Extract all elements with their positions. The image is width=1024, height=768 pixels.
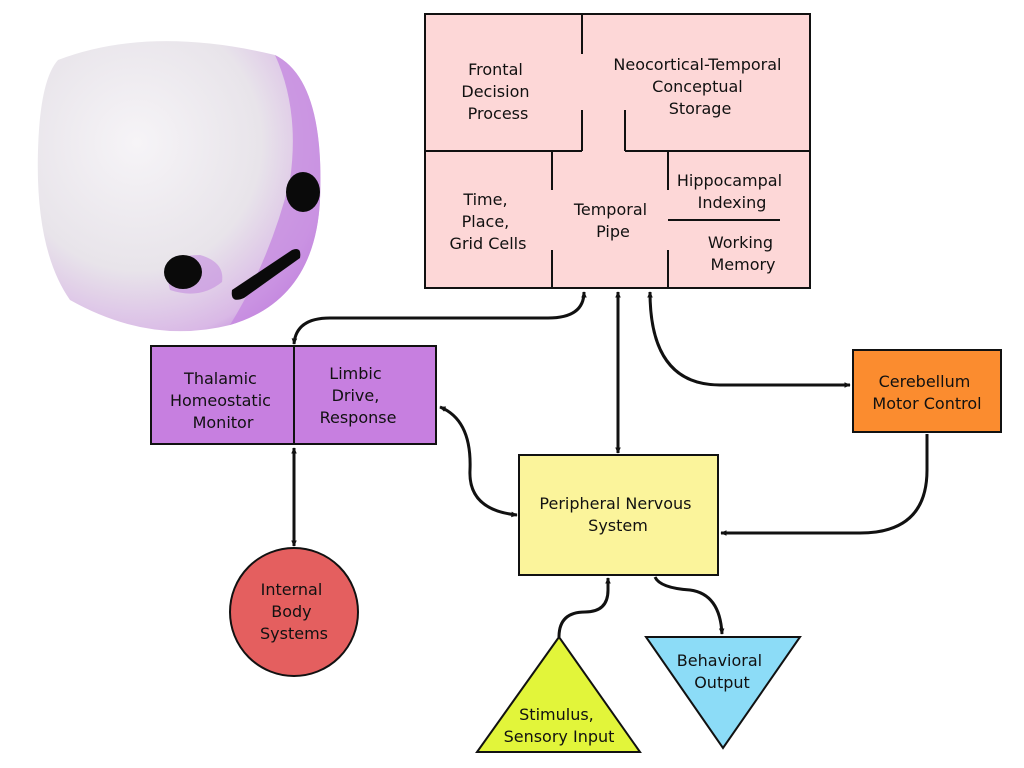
- cortex-block: Frontal Decision Process Neocortical-Tem…: [424, 13, 811, 289]
- neocortical-label: Neocortical-Temporal Conceptual Storage: [613, 55, 786, 118]
- arrow-pns-output: [653, 576, 725, 635]
- cerebellum-label: Cerebellum Motor Control: [872, 372, 981, 413]
- working-memory-label: Working Memory: [708, 233, 778, 274]
- connectors: [291, 291, 929, 638]
- pns-block: Peripheral Nervous System: [518, 454, 719, 576]
- body-systems-circle: Internal Body Systems: [229, 547, 359, 677]
- hippocampal-label: Hippocampal Indexing: [677, 171, 787, 212]
- robot-eye-left: [164, 255, 202, 289]
- frontal-label: Frontal Decision Process: [461, 60, 534, 123]
- output-label: Behavioral Output: [677, 651, 767, 692]
- temporal-pipe-label: Temporal Pipe: [573, 200, 652, 241]
- arrow-cortex-cerebellum: [647, 291, 851, 388]
- body-systems-label: Internal Body Systems: [260, 580, 328, 643]
- cerebellum-block: Cerebellum Motor Control: [852, 349, 1002, 433]
- output-triangle: Behavioral Output: [644, 636, 802, 750]
- pns-label: Peripheral Nervous System: [539, 494, 696, 535]
- robot-mouth: [231, 249, 301, 300]
- time-place-label: Time, Place, Grid Cells: [450, 190, 527, 253]
- robot-eye-right: [286, 172, 320, 212]
- arrow-cortex-thalamic: [291, 291, 587, 345]
- arrow-limbic-pns: [439, 405, 518, 518]
- thalamic-label: Thalamic Homeostatic Monitor: [170, 369, 276, 432]
- stimulus-triangle: Stimulus, Sensory Input: [475, 635, 642, 753]
- robot-head-icon: [37, 41, 321, 332]
- stimulus-label: Stimulus, Sensory Input: [504, 705, 615, 746]
- arrow-cerebellum-pns: [720, 434, 929, 536]
- limbic-label: Limbic Drive, Response: [320, 364, 397, 427]
- thalamic-limbic-block: Thalamic Homeostatic Monitor Limbic Driv…: [150, 345, 437, 445]
- arrow-stimulus-pns: [557, 577, 611, 638]
